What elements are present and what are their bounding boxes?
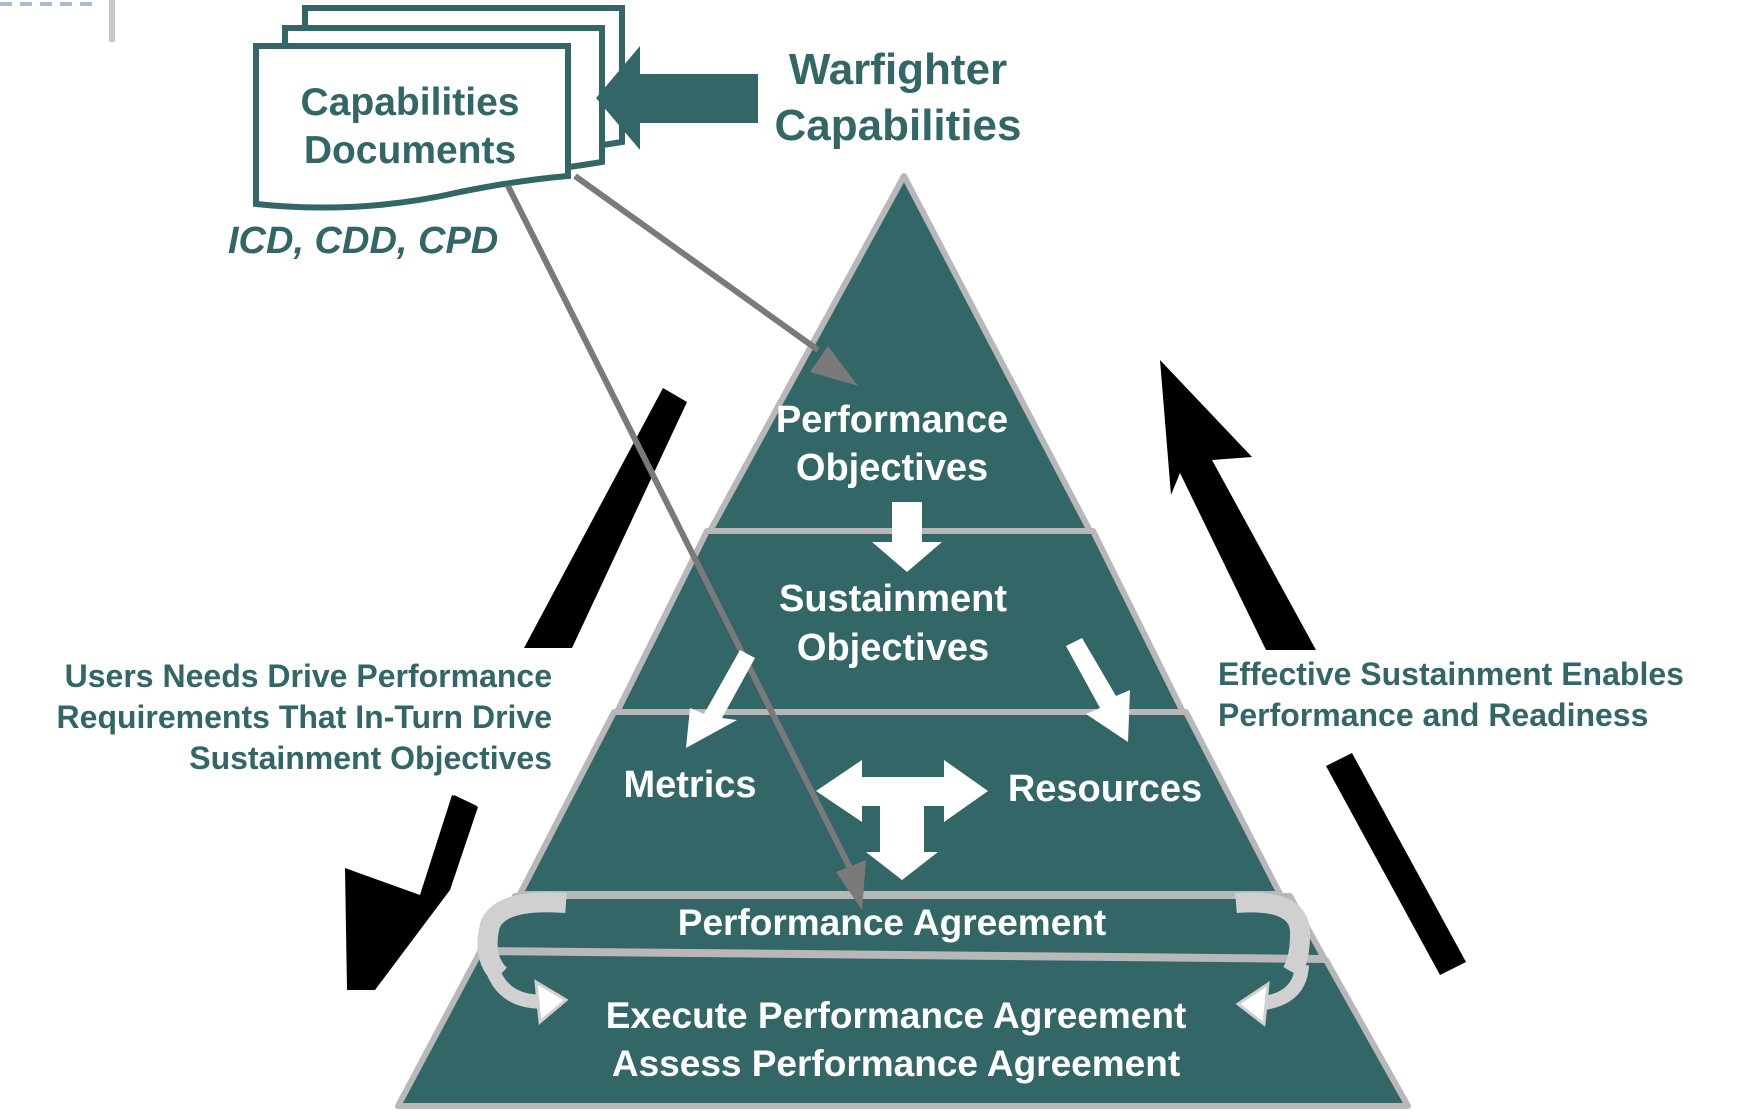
warfighter-arrow-icon xyxy=(596,46,758,150)
arrow-down-icon xyxy=(345,388,687,990)
connector-head-icon xyxy=(810,346,858,386)
right-note-line2: Performance and Readiness xyxy=(1218,697,1648,733)
capabilities-documents-stack xyxy=(253,5,625,211)
tier2-line1: Sustainment xyxy=(779,578,1007,620)
connector-arrows xyxy=(505,173,866,910)
documents-title-line1: Capabilities xyxy=(301,81,520,124)
corner-decoration xyxy=(0,0,115,42)
resources-label: Resources xyxy=(1008,768,1202,810)
left-note-line2: Requirements That In-Turn Drive xyxy=(57,699,552,735)
tier2-line2: Objectives xyxy=(797,627,989,669)
documents-title-line2: Documents xyxy=(304,129,516,172)
documents-subtitle: ICD, CDD, CPD xyxy=(228,220,498,262)
warfighter-line1: Warfighter xyxy=(789,45,1007,94)
metrics-label: Metrics xyxy=(623,764,756,806)
tier1-line1: Performance xyxy=(776,399,1008,441)
double-arrow-icon xyxy=(816,760,988,880)
pyramid-tier-execute-assess xyxy=(395,949,1411,1109)
arrow-up-icon xyxy=(1160,360,1466,975)
labels: Capabilities Documents ICD, CDD, CPD War… xyxy=(57,45,1684,1084)
right-note-line1: Effective Sustainment Enables xyxy=(1218,656,1684,692)
arrow-left-down-white-icon xyxy=(686,650,755,748)
connector-head-icon xyxy=(836,860,866,910)
curved-arrow-icon xyxy=(477,892,1310,1027)
execute-label: Execute Performance Agreement xyxy=(606,995,1187,1036)
arrow-right-down-white-icon xyxy=(1066,638,1130,742)
warfighter-line2: Capabilities xyxy=(775,101,1022,150)
white-arrows xyxy=(686,502,1130,880)
performance-agreement-label: Performance Agreement xyxy=(678,902,1106,943)
pyramid xyxy=(395,173,1411,1109)
assess-label: Assess Performance Agreement xyxy=(612,1043,1180,1084)
arrow-down-white-icon xyxy=(872,502,942,572)
tier1-line2: Objectives xyxy=(796,447,988,489)
left-note-line1: Users Needs Drive Performance xyxy=(65,658,552,694)
left-note-line3: Sustainment Objectives xyxy=(189,740,552,776)
